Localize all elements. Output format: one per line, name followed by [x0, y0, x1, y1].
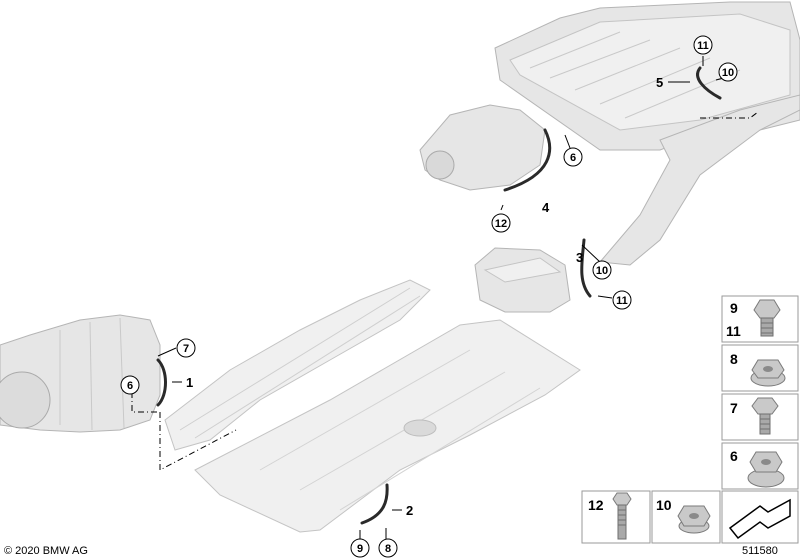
hex-bolt-icon — [751, 397, 779, 435]
legend-number-10: 10 — [656, 497, 672, 513]
rear-differential-illustration — [419, 104, 546, 191]
circled-callout-10-top: 10 — [718, 62, 738, 82]
flange-bolt-icon — [753, 299, 781, 337]
circled-callout-10-mid: 10 — [592, 260, 612, 280]
cable-4 — [503, 128, 552, 192]
long-bolt-icon — [612, 492, 632, 540]
ground-cables — [156, 66, 722, 525]
cable-3 — [580, 238, 592, 298]
svg-text:11: 11 — [697, 40, 709, 52]
svg-text:8: 8 — [385, 543, 391, 555]
transmission-illustration — [0, 314, 161, 433]
svg-text:6: 6 — [570, 152, 576, 164]
svg-text:10: 10 — [596, 265, 608, 277]
circled-callout-7: 7 — [176, 338, 196, 358]
legend-row-6: 6 — [721, 442, 799, 490]
svg-text:6: 6 — [127, 380, 133, 392]
legend-row-9-11: 9 11 — [721, 295, 799, 343]
floor-pan-illustration — [194, 319, 581, 533]
svg-text:7: 7 — [183, 343, 189, 355]
circled-callouts: 7 6 9 8 12 6 11 10 10 11 — [120, 35, 738, 558]
legend-number-12: 12 — [588, 497, 604, 513]
svg-text:12: 12 — [495, 218, 507, 230]
leader-lines — [131, 56, 725, 540]
circled-callout-6-left: 6 — [120, 375, 140, 395]
callout-2: 2 — [406, 503, 413, 518]
hex-nut-icon — [677, 505, 711, 534]
circled-callout-12: 12 — [491, 213, 511, 233]
callout-1: 1 — [186, 375, 193, 390]
callout-4: 4 — [542, 200, 550, 215]
heat-shield-illustration — [164, 279, 431, 451]
flange-nut-icon — [750, 359, 786, 387]
copyright-text: © 2020 BMW AG — [4, 545, 88, 557]
direction-arrow-icon — [728, 498, 791, 540]
legend-number-11: 11 — [726, 323, 741, 339]
circled-callout-11-mid: 11 — [612, 290, 632, 310]
hardware-legend: 9 11 8 7 — [581, 295, 799, 544]
cable-5 — [696, 66, 722, 100]
diagram-number: 511580 — [742, 545, 778, 557]
legend-arrow-box — [721, 490, 799, 544]
legend-row-12: 12 — [581, 490, 651, 544]
circled-callout-6-right: 6 — [563, 147, 583, 167]
frame-rail-illustration — [599, 94, 800, 266]
legend-number-7: 7 — [730, 400, 738, 416]
legend-row-7: 7 — [721, 393, 799, 441]
svg-text:10: 10 — [722, 67, 734, 79]
battery-pack-illustration — [494, 1, 800, 151]
flange-nut-icon-2 — [747, 451, 785, 488]
connection-lines — [131, 111, 759, 471]
circled-callout-9: 9 — [350, 538, 370, 558]
circled-callout-8: 8 — [378, 538, 398, 558]
svg-text:9: 9 — [357, 543, 363, 555]
electronics-box-illustration — [474, 247, 571, 313]
cable-2 — [360, 483, 389, 525]
circled-callout-11-top: 11 — [693, 35, 713, 55]
legend-number-6: 6 — [730, 448, 738, 464]
svg-text:11: 11 — [616, 295, 628, 307]
callout-5: 5 — [656, 75, 663, 90]
legend-row-8: 8 — [721, 344, 799, 392]
legend-row-10: 10 — [651, 490, 721, 544]
legend-number-9: 9 — [730, 300, 738, 316]
legend-number-8: 8 — [730, 351, 738, 367]
cable-1 — [156, 358, 167, 407]
part-callouts: 1 2 3 4 5 — [186, 75, 663, 518]
callout-3: 3 — [576, 250, 583, 265]
